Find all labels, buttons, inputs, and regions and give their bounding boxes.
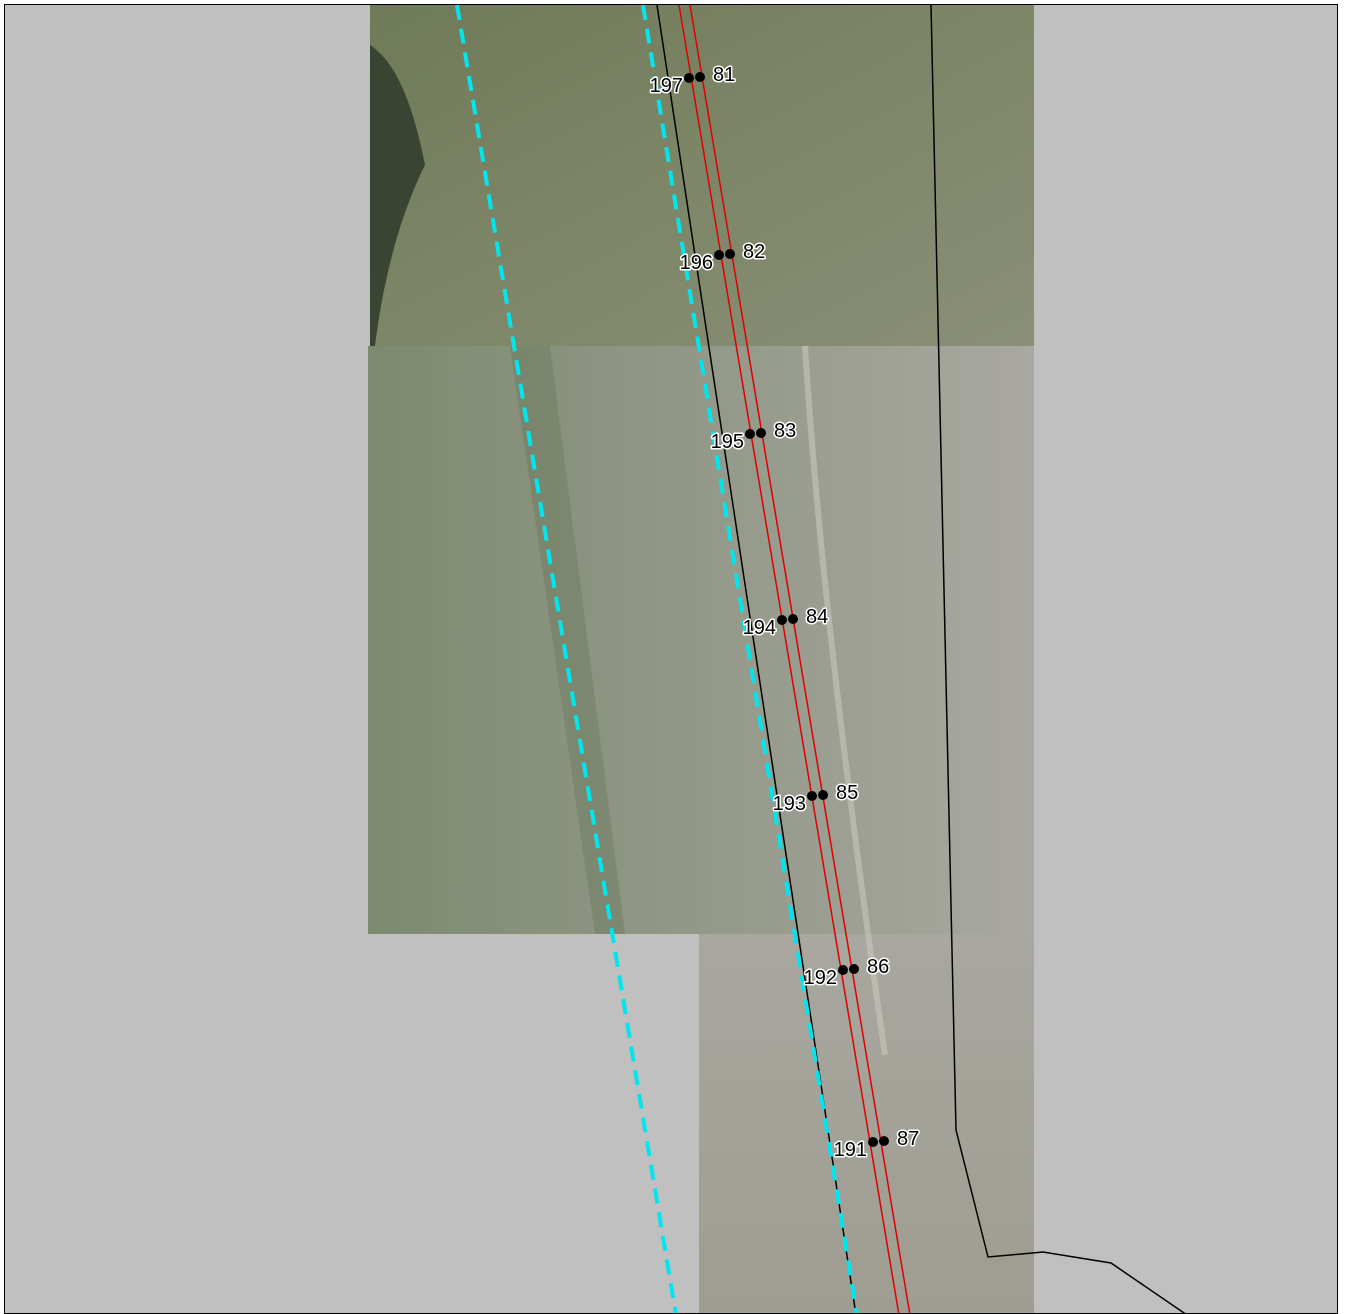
imagery-tile-top	[370, 5, 1034, 346]
survey-point-right-85[interactable]	[818, 790, 828, 800]
point-label-right: 84	[806, 606, 828, 628]
aerial-imagery	[368, 5, 1034, 1313]
survey-point-left-197[interactable]	[684, 73, 694, 83]
survey-point-right-86[interactable]	[849, 964, 859, 974]
dashed-line-left	[455, 5, 678, 1313]
point-label-right: 85	[836, 782, 858, 804]
point-label-right: 87	[897, 1128, 919, 1150]
point-label-right: 86	[867, 956, 889, 978]
map-frame: 197 81 196 82 195 83 194 84 193 85 192 86 191 87	[4, 4, 1338, 1314]
survey-point-left-196[interactable]	[714, 250, 724, 260]
point-label-left: 194	[743, 617, 776, 639]
centerline-right	[689, 5, 911, 1313]
centerline-left	[678, 5, 900, 1313]
dashed-lines	[455, 5, 859, 1313]
survey-point-left-195[interactable]	[745, 429, 755, 439]
survey-point-left-193[interactable]	[807, 791, 817, 801]
point-label-left: 192	[804, 967, 837, 989]
point-label-left: 193	[773, 793, 806, 815]
survey-point-right-82[interactable]	[725, 249, 735, 259]
survey-point-right-83[interactable]	[756, 428, 766, 438]
point-label-right: 82	[743, 241, 765, 263]
dirt-track	[802, 345, 888, 1056]
point-label-right: 81	[713, 64, 735, 86]
imagery-tile-middle	[368, 346, 1034, 934]
point-label-left: 196	[680, 252, 713, 274]
point-label-left: 197	[650, 75, 683, 97]
survey-point-left-194[interactable]	[777, 615, 787, 625]
centerlines	[678, 5, 911, 1313]
survey-point-right-87[interactable]	[879, 1136, 889, 1146]
point-label-right: 83	[774, 420, 796, 442]
dashed-line-right	[641, 5, 859, 1313]
survey-point-right-84[interactable]	[788, 614, 798, 624]
survey-point-right-81[interactable]	[695, 72, 705, 82]
point-label-left: 191	[834, 1139, 867, 1161]
survey-point-left-192[interactable]	[838, 965, 848, 975]
survey-point-left-191[interactable]	[868, 1137, 878, 1147]
boundary-line-right	[930, 5, 1186, 1313]
river-channel	[370, 45, 425, 346]
survey-points: 197 81 196 82 195 83 194 84 193 85 192 86 191 87	[648, 63, 921, 1163]
point-label-left: 195	[711, 431, 744, 453]
map-canvas[interactable]: 197 81 196 82 195 83 194 84 193 85 192 86 191 87	[5, 5, 1338, 1314]
